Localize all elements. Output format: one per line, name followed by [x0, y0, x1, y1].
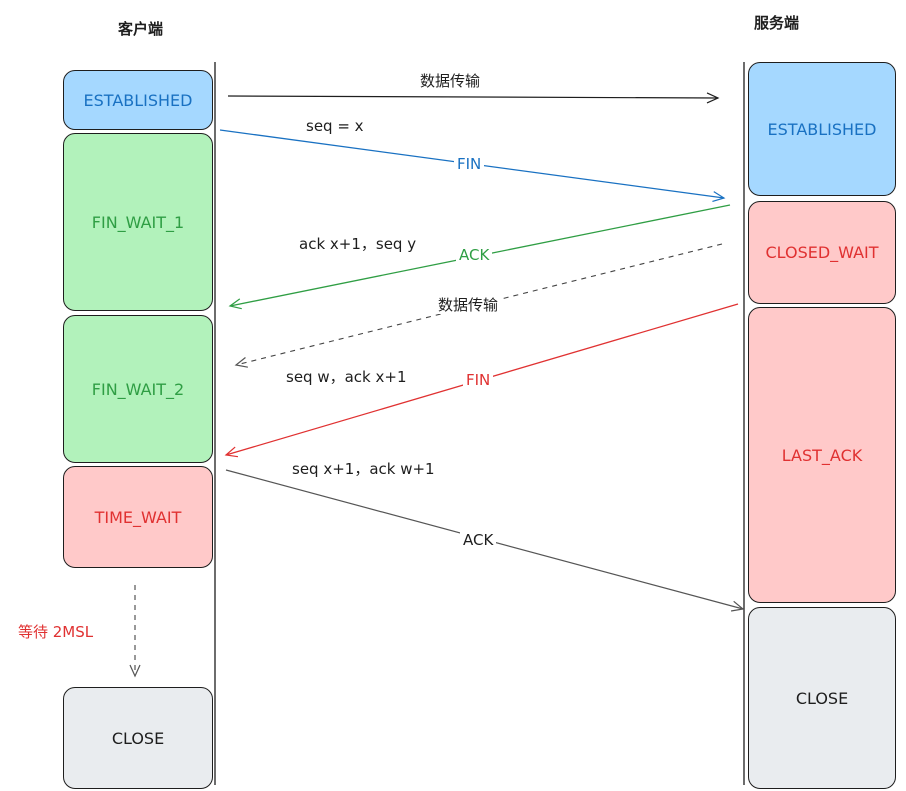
label-ack-1: ACK [456, 246, 493, 264]
label-seq-ack-w: seq x+1，ack w+1 [292, 460, 435, 478]
label-ack-2: ACK [460, 531, 497, 549]
client-header: 客户端 [118, 20, 164, 38]
wait-2msl-note: 等待 2MSL [18, 623, 94, 641]
label-data-transfer-2: 数据传输 [435, 296, 502, 314]
server-state-last-ack: LAST_ACK [748, 307, 896, 603]
client-state-close: CLOSE [63, 687, 213, 789]
client-state-fin-wait-1: FIN_WAIT_1 [63, 133, 213, 311]
server-header: 服务端 [754, 14, 800, 32]
client-state-time-wait: TIME_WAIT [63, 466, 213, 568]
client-state-fin-wait-2: FIN_WAIT_2 [63, 315, 213, 463]
label-seq-x: seq = x [306, 117, 364, 135]
label-seq-w-ack: seq w，ack x+1 [286, 368, 407, 386]
server-state-close: CLOSE [748, 607, 896, 789]
server-state-established: ESTABLISHED [748, 62, 896, 196]
label-data-transfer-1: 数据传输 [420, 72, 481, 90]
server-state-closed-wait: CLOSED_WAIT [748, 201, 896, 304]
label-fin-1: FIN [454, 155, 485, 173]
data-transfer-arrow [227, 92, 720, 104]
client-state-established: ESTABLISHED [63, 70, 213, 130]
label-fin-2: FIN [463, 371, 494, 389]
label-ack-seq-y: ack x+1，seq y [299, 235, 417, 253]
